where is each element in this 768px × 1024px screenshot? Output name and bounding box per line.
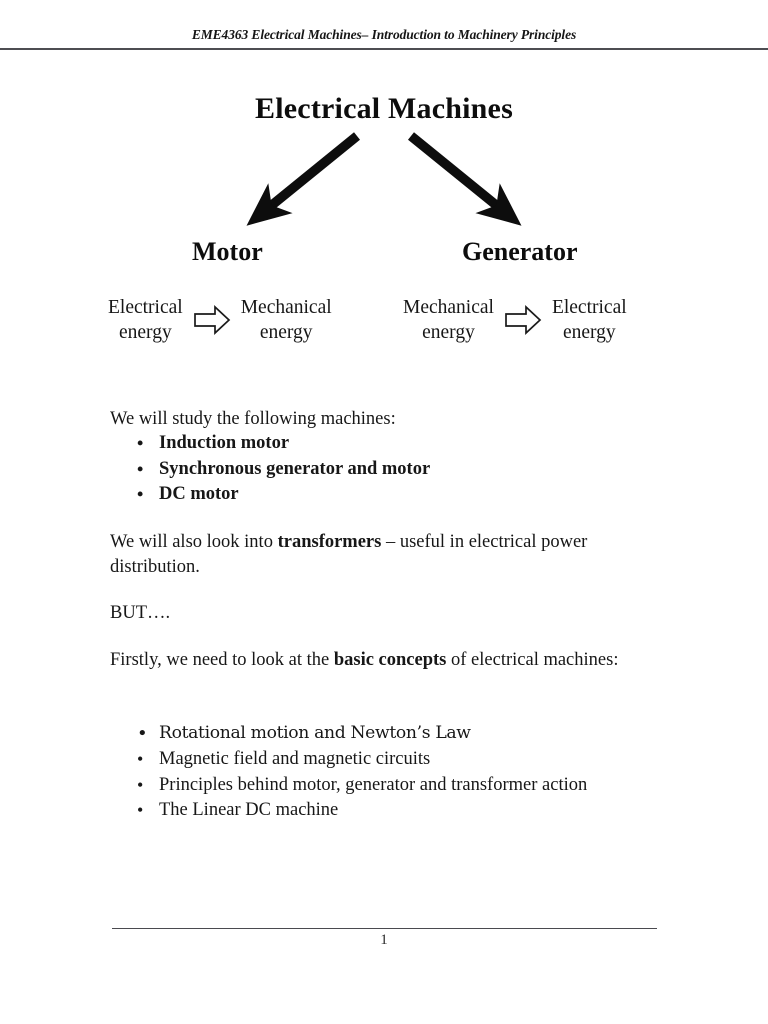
energy-flow-generator-output-line2: energy: [562, 322, 616, 343]
energy-flow-generator-input: Mechanical energy: [403, 295, 494, 345]
energy-flow-motor-input-line1: Electrical: [108, 297, 183, 318]
paragraph-transformers: We will also look into transformers – us…: [110, 530, 656, 579]
branch-heading-motor: Motor: [192, 237, 263, 266]
bullet-icon: •: [137, 458, 144, 479]
list-item-label: Induction motor: [159, 433, 290, 453]
paragraph-firstly-emphasis: basic concepts: [333, 650, 447, 670]
list-item-label: The Linear DC machine: [159, 800, 339, 821]
energy-flow-motor-output: Mechanical energy: [241, 295, 332, 345]
bullet-icon: •: [137, 774, 144, 795]
list-item: • DC motor: [137, 482, 430, 508]
running-header-text: EME4363 Electrical Machines– Introductio…: [191, 27, 577, 42]
energy-flow-motor-input-line2: energy: [119, 322, 172, 343]
list-item: • Induction motor: [137, 431, 430, 457]
energy-flow-generator-output-line1: Electrical: [551, 297, 627, 318]
block-right-arrow-icon: [505, 305, 542, 335]
bullet-icon: •: [137, 800, 144, 821]
list-item-label: DC motor: [159, 484, 239, 504]
footer-divider-rule: [112, 928, 657, 929]
list-item: • Rotational motion and Newton’s Law: [137, 721, 587, 747]
branch-heading-generator: Generator: [462, 237, 578, 266]
energy-flow-generator-output: Electrical energy: [552, 295, 627, 345]
block-right-arrow-icon: [193, 305, 230, 335]
list-item: • Magnetic field and magnetic circuits: [137, 747, 587, 773]
machines-bullet-list: • Induction motor • Synchronous generato…: [137, 431, 431, 508]
energy-flow-motor-output-line1: Mechanical: [240, 297, 332, 318]
paragraph-firstly-pre: Firstly, we need to look at the: [110, 650, 334, 670]
list-item-label: Rotational motion and Newton’s Law: [159, 723, 471, 743]
list-item-label: Synchronous generator and motor: [159, 458, 431, 479]
list-item-label: Magnetic field and magnetic circuits: [159, 748, 431, 769]
energy-flow-generator: Mechanical energy Electrical energy: [403, 295, 627, 345]
bullet-icon: •: [137, 748, 144, 769]
bullet-icon: •: [137, 723, 148, 744]
down-left-arrow-icon: [246, 132, 360, 226]
page-number: 1: [380, 932, 388, 948]
running-header: EME4363 Electrical Machines– Introductio…: [0, 26, 768, 44]
list-item: • The Linear DC machine: [137, 798, 587, 824]
list-item-label: Principles behind motor, generator and t…: [159, 774, 588, 795]
concepts-bullet-list: • Rotational motion and Newton’s Law • M…: [137, 721, 588, 824]
header-divider-rule: [0, 48, 768, 50]
page-title: Electrical Machines: [255, 92, 513, 125]
paragraph-firstly-post: of electrical machines:: [446, 650, 619, 670]
paragraph-transformers-pre: We will also look into: [110, 532, 278, 552]
bullet-icon: •: [137, 484, 144, 504]
energy-flow-generator-input-line1: Mechanical: [403, 297, 494, 318]
paragraph-study-intro: We will study the following machines:: [110, 409, 396, 429]
down-right-arrow-icon: [408, 132, 522, 226]
paragraph-transformers-post: – useful in electrical power distributio…: [110, 532, 588, 577]
paragraph-but: BUT….: [110, 603, 171, 623]
energy-flow-motor-input: Electrical energy: [108, 295, 183, 345]
energy-flow-motor: Electrical energy Mechanical energy: [108, 295, 332, 345]
energy-flow-motor-output-line2: energy: [259, 322, 313, 343]
list-item: • Principles behind motor, generator and…: [137, 773, 588, 799]
paragraph-firstly: Firstly, we need to look at the basic co…: [110, 648, 656, 673]
list-item: • Synchronous generator and motor: [137, 457, 431, 483]
paragraph-transformers-emphasis: transformers: [277, 532, 382, 552]
energy-flow-generator-input-line2: energy: [422, 322, 475, 343]
bullet-icon: •: [137, 433, 144, 453]
